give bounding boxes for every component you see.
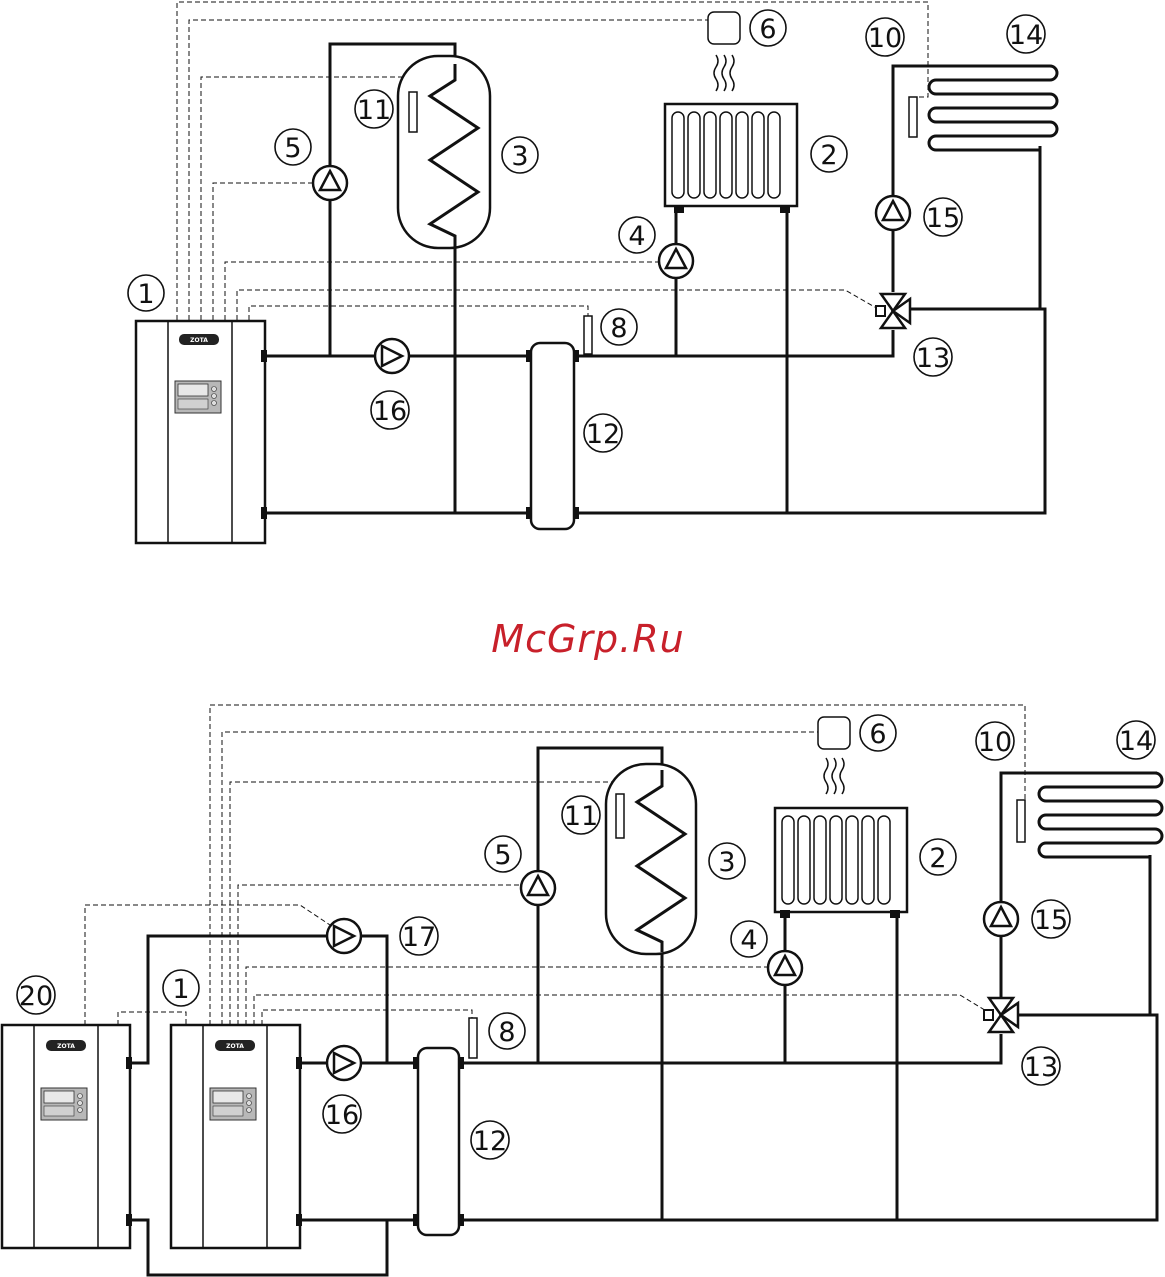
flow-sensor-top xyxy=(584,316,592,354)
svg-text:10: 10 xyxy=(868,23,902,54)
svg-text:16: 16 xyxy=(373,396,407,427)
pump-17-bottom xyxy=(327,919,361,953)
label-10-top: 10 xyxy=(866,18,904,56)
svg-text:2: 2 xyxy=(820,140,837,171)
svg-text:1: 1 xyxy=(137,279,154,310)
pump-5-top xyxy=(313,166,347,200)
label-3-top: 3 xyxy=(502,137,538,173)
label-14-top: 14 xyxy=(1007,15,1045,53)
water-heater-top xyxy=(398,56,490,248)
svg-text:4: 4 xyxy=(628,221,645,252)
second-boiler-bottom: ZOTA xyxy=(2,1025,132,1248)
label-8-bottom: 8 xyxy=(489,1013,525,1049)
label-2-bottom: 2 xyxy=(920,839,956,875)
hydro-separator-bottom xyxy=(413,1048,464,1235)
svg-text:8: 8 xyxy=(610,313,627,344)
label-16-bottom: 16 xyxy=(323,1095,361,1133)
label-2-top: 2 xyxy=(811,136,847,172)
svg-text:3: 3 xyxy=(511,141,528,172)
svg-text:10: 10 xyxy=(978,727,1012,758)
pump-15-top xyxy=(876,196,910,230)
second-boiler-logo: ZOTA xyxy=(57,1043,75,1050)
label-1-top: 1 xyxy=(128,275,164,311)
label-11-bottom: 11 xyxy=(562,796,600,834)
pump-5-bottom xyxy=(521,871,555,905)
svg-text:11: 11 xyxy=(564,801,598,832)
label-6-bottom: 6 xyxy=(860,715,896,751)
svg-text:16: 16 xyxy=(325,1100,359,1131)
label-4-top: 4 xyxy=(619,217,655,253)
label-15-bottom: 15 xyxy=(1032,900,1070,938)
room-sensor-bottom xyxy=(818,717,850,794)
boiler-bottom-logo: ZOTA xyxy=(226,1043,244,1050)
svg-text:11: 11 xyxy=(357,95,391,126)
label-6-top: 6 xyxy=(750,10,786,46)
label-13-top: 13 xyxy=(914,338,952,376)
svg-text:20: 20 xyxy=(19,981,53,1012)
svg-text:5: 5 xyxy=(494,840,511,871)
svg-text:13: 13 xyxy=(916,343,950,374)
label-10-bottom: 10 xyxy=(976,722,1014,760)
water-heater-bottom xyxy=(606,764,696,954)
svg-text:12: 12 xyxy=(473,1126,507,1157)
boiler-logo: ZOTA xyxy=(190,337,208,344)
pump-16-bottom xyxy=(327,1046,361,1080)
radiator-bottom xyxy=(775,808,907,918)
label-3-bottom: 3 xyxy=(709,843,745,879)
hydro-separator-top xyxy=(526,343,579,529)
label-8-top: 8 xyxy=(601,309,637,345)
label-12-bottom: 12 xyxy=(471,1121,509,1159)
svg-text:4: 4 xyxy=(740,925,757,956)
label-20-bottom: 20 xyxy=(17,976,55,1014)
svg-text:3: 3 xyxy=(718,847,735,878)
boiler-top: ZOTA xyxy=(136,321,267,543)
room-sensor-top xyxy=(708,12,740,91)
boiler-bottom: ZOTA xyxy=(171,1025,302,1248)
pump-15-bottom xyxy=(984,902,1018,936)
label-12-top: 12 xyxy=(584,414,622,452)
pump-4-top xyxy=(659,244,693,278)
svg-text:5: 5 xyxy=(284,133,301,164)
label-4-bottom: 4 xyxy=(731,921,767,957)
label-11-top: 11 xyxy=(355,90,393,128)
label-1-bottom: 1 xyxy=(163,970,199,1006)
svg-text:8: 8 xyxy=(498,1017,515,1048)
label-17-bottom: 17 xyxy=(400,917,438,955)
label-13-bottom: 13 xyxy=(1022,1047,1060,1085)
svg-text:17: 17 xyxy=(402,922,436,953)
svg-text:13: 13 xyxy=(1024,1052,1058,1083)
label-16-top: 16 xyxy=(371,391,409,429)
svg-text:12: 12 xyxy=(586,419,620,450)
scheme-top: ZOTA xyxy=(128,2,1057,543)
label-5-bottom: 5 xyxy=(485,836,521,872)
pump-4-bottom xyxy=(768,951,802,985)
flow-sensor-bottom xyxy=(469,1018,477,1058)
svg-text:6: 6 xyxy=(869,719,886,750)
label-15-top: 15 xyxy=(924,198,962,236)
svg-text:14: 14 xyxy=(1009,20,1043,51)
three-way-valve-top xyxy=(876,294,910,328)
svg-text:15: 15 xyxy=(1034,905,1068,936)
watermark-text: McGrp.Ru xyxy=(491,617,684,661)
svg-text:15: 15 xyxy=(926,203,960,234)
svg-text:1: 1 xyxy=(172,974,189,1005)
pump-16-top xyxy=(375,339,409,373)
floor-heating-top xyxy=(909,66,1057,150)
svg-text:2: 2 xyxy=(929,843,946,874)
svg-text:6: 6 xyxy=(759,14,776,45)
scheme-bottom: ZOTA ZOTA xyxy=(2,705,1162,1275)
label-5-top: 5 xyxy=(275,129,311,165)
label-14-bottom: 14 xyxy=(1117,721,1155,759)
svg-text:14: 14 xyxy=(1119,726,1153,757)
floor-heating-bottom xyxy=(1017,773,1162,857)
radiator-top xyxy=(665,104,797,213)
three-way-valve-bottom xyxy=(984,998,1018,1032)
